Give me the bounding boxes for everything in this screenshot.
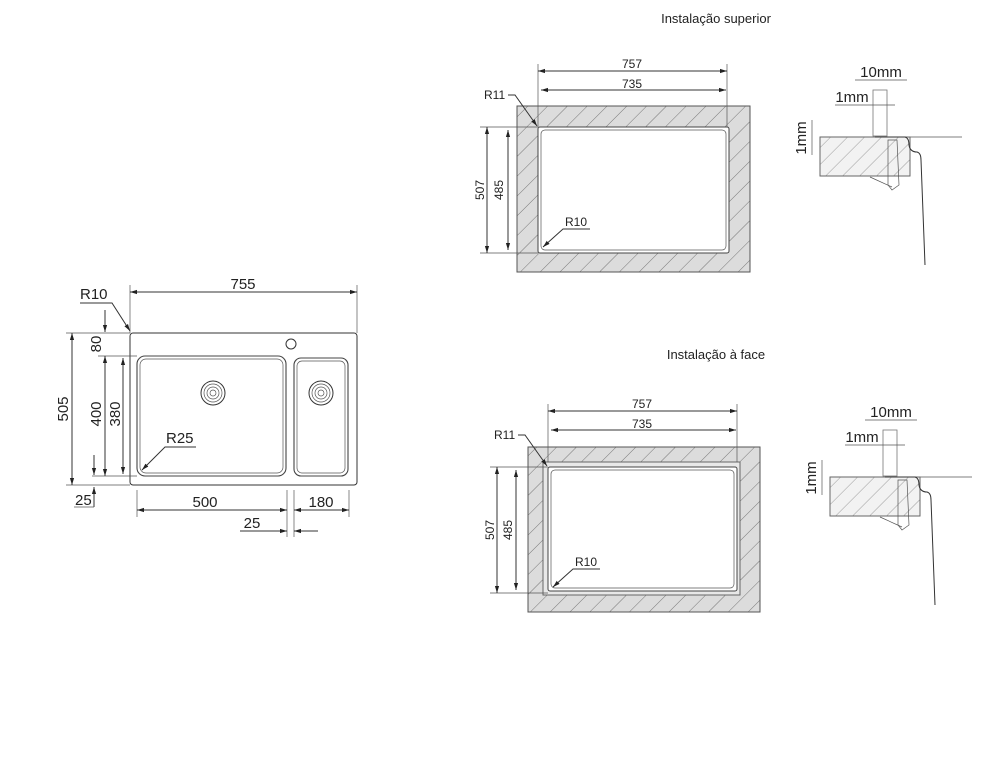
sink-top-view: 755 R10 505 80 400 380 25 R25 500 [55,276,358,537]
detail-width-label: 10mm [870,404,912,421]
bowl-depth-outer-label: 400 [88,401,105,426]
main-drain-icon [200,380,226,406]
installation-flush-mount: Instalação à face 757 735 R11 507 485 R1… [483,347,972,613]
cutout-inner-width-label: 735 [622,77,642,91]
back-margin-label: 80 [88,336,105,353]
detail-gap-label: 1mm [845,429,878,446]
edge-detail: 10mm 1mm 1mm [803,404,972,606]
overall-depth-label: 505 [55,396,72,421]
cutout-inner-width-label: 735 [632,417,652,431]
bowl-radius-label: R25 [166,430,194,447]
inner-radius-label: R10 [565,215,587,229]
corner-radius-label: R10 [80,286,108,303]
detail-width-label: 10mm [860,64,902,81]
small-drain-icon [308,380,334,406]
main-bowl [136,355,287,477]
cutout-outer-width-label: 757 [622,57,642,71]
inner-radius-label: R10 [575,555,597,569]
cutout-outer-depth-label: 507 [483,520,497,540]
main-bowl-width-label: 500 [192,494,217,511]
installation-title: Instalação superior [661,11,772,26]
cutout [537,126,730,254]
cutout [547,466,738,592]
tap-hole [285,338,297,350]
outer-radius-label: R11 [494,428,515,442]
bowl-depth-inner-label: 380 [107,401,124,426]
divider-width-label: 25 [244,515,261,532]
small-bowl-width-label: 180 [308,494,333,511]
cutout-inner-depth-label: 485 [501,520,515,540]
small-bowl [293,357,349,477]
front-margin-label: 25 [75,492,92,509]
cutout-inner-depth-label: 485 [492,180,506,200]
detail-height-label: 1mm [803,461,820,494]
sink-outline [129,332,358,486]
edge-detail: 10mm 1mm 1mm [793,64,962,266]
cutout-outer-width-label: 757 [632,397,652,411]
cutout-outer-depth-label: 507 [473,180,487,200]
detail-height-label: 1mm [793,121,810,154]
detail-gap-label: 1mm [835,89,868,106]
outer-radius-label: R11 [484,88,505,102]
overall-width-label: 755 [230,276,255,293]
installation-top-mount: Instalação superior 757 735 R11 507 485 … [473,11,962,273]
installation-title: Instalação à face [667,347,765,362]
